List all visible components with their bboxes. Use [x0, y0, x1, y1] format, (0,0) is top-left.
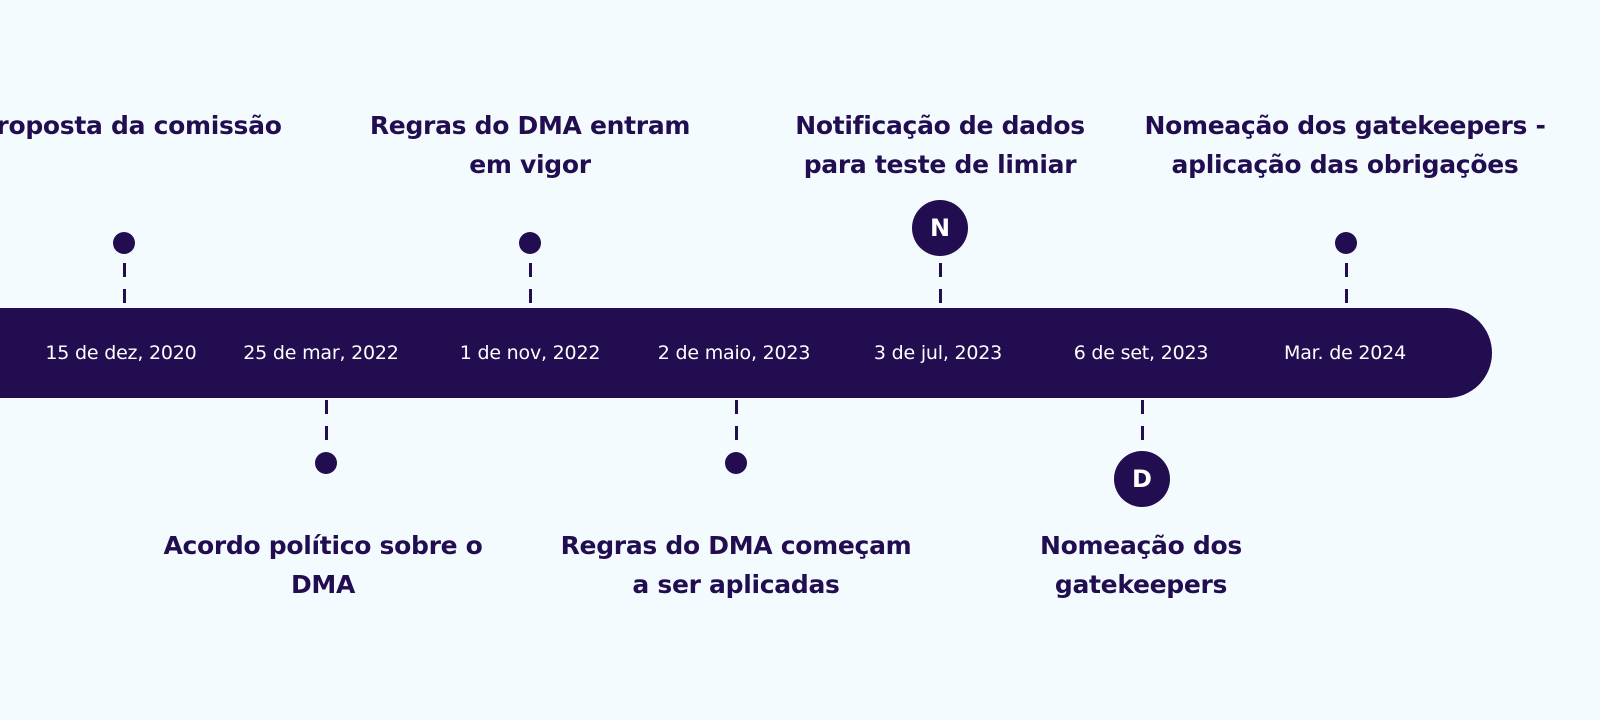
event-title-rules-enter-into-force: Regras do DMA entram em vigor — [369, 111, 691, 179]
event-connector-7 — [1344, 263, 1348, 308]
event-dot-2 — [315, 452, 337, 474]
event-dot-4 — [725, 452, 747, 474]
event-title-commission-proposal: Proposta da comissão — [0, 111, 282, 140]
designation-badge-icon: D — [1114, 451, 1170, 507]
event-title-obligations-apply: Nomeação dos gatekeepers - aplicação das… — [1144, 111, 1546, 179]
date-label-2: 25 de mar, 2022 — [243, 342, 399, 364]
event-title-rules-start-applying: Regras do DMA começam a ser aplicadas — [560, 531, 912, 599]
date-label-7: Mar. de 2024 — [1284, 342, 1406, 364]
event-connector-5 — [938, 263, 942, 308]
event-connector-2 — [324, 400, 328, 445]
event-title-threshold-notification: Notificação de dados para teste de limia… — [795, 111, 1085, 179]
event-connector-3 — [528, 263, 532, 308]
event-connector-1 — [122, 263, 126, 308]
event-connector-6 — [1140, 400, 1144, 445]
event-dot-3 — [519, 232, 541, 254]
event-connector-4 — [734, 400, 738, 445]
notification-badge-icon: N — [912, 200, 968, 256]
event-dot-7 — [1335, 232, 1357, 254]
event-title-gatekeeper-designation: Nomeação dos gatekeepers — [1040, 531, 1242, 599]
event-title-political-agreement: Acordo político sobre o DMA — [163, 531, 483, 599]
date-label-1: 15 de dez, 2020 — [45, 342, 197, 364]
event-dot-1 — [113, 232, 135, 254]
date-label-3: 1 de nov, 2022 — [459, 342, 601, 364]
date-label-5: 3 de jul, 2023 — [873, 342, 1003, 364]
date-label-6: 6 de set, 2023 — [1073, 342, 1209, 364]
date-label-4: 2 de maio, 2023 — [657, 342, 811, 364]
timeline-bar: 15 de dez, 2020 25 de mar, 2022 1 de nov… — [0, 308, 1492, 398]
